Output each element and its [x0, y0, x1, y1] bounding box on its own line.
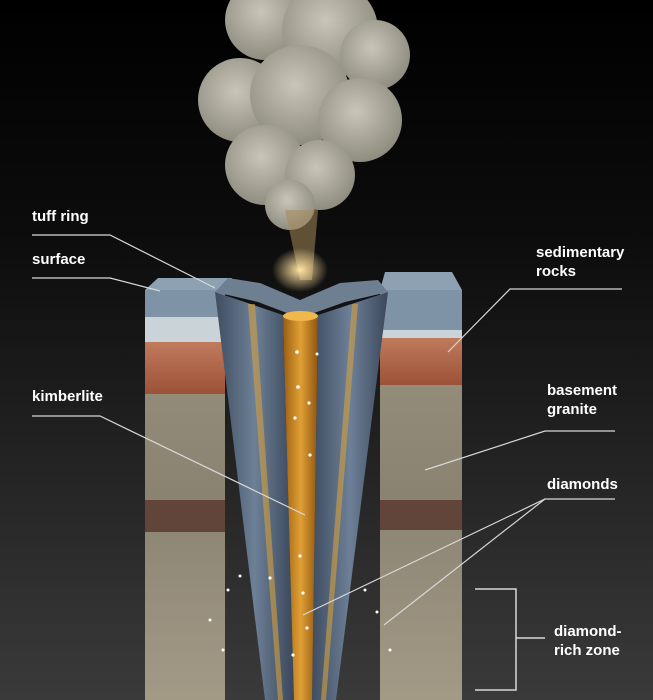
leader-line-surface: [32, 277, 161, 292]
tuff-ring: [215, 278, 388, 318]
diamond-dots: [208, 350, 392, 657]
label-sedimentary-line1: sedimentary: [536, 244, 625, 261]
label-kimberlite: kimberlite: [32, 388, 103, 405]
pipe-walls: [215, 292, 388, 700]
label-diamond-rich-line2: rich zone: [554, 642, 620, 659]
leader-line-kimberlite: [32, 415, 306, 516]
label-tuff-ring: tuff ring: [32, 208, 89, 225]
leader-line-basement-granite: [424, 430, 615, 471]
label-diamonds: diamonds: [547, 476, 618, 493]
leader-line-sedimentary: [447, 288, 622, 353]
diamond-rich-zone-bracket: [475, 588, 545, 691]
leader-lines: [32, 234, 622, 626]
label-surface: surface: [32, 251, 86, 268]
label-sedimentary-line2: rocks: [536, 263, 577, 280]
kimberlite-core: [283, 311, 318, 700]
label-basement-line2: granite: [547, 401, 598, 418]
leader-line-diamonds-rock: [383, 498, 546, 626]
eruption-smoke: [198, 0, 410, 292]
label-diamond-rich-line1: diamond-: [554, 623, 622, 640]
left-strata-block: [145, 278, 232, 700]
label-basement-line1: basement: [547, 382, 618, 399]
leader-line-tuff-ring: [32, 234, 216, 289]
right-strata-block: [380, 272, 462, 700]
